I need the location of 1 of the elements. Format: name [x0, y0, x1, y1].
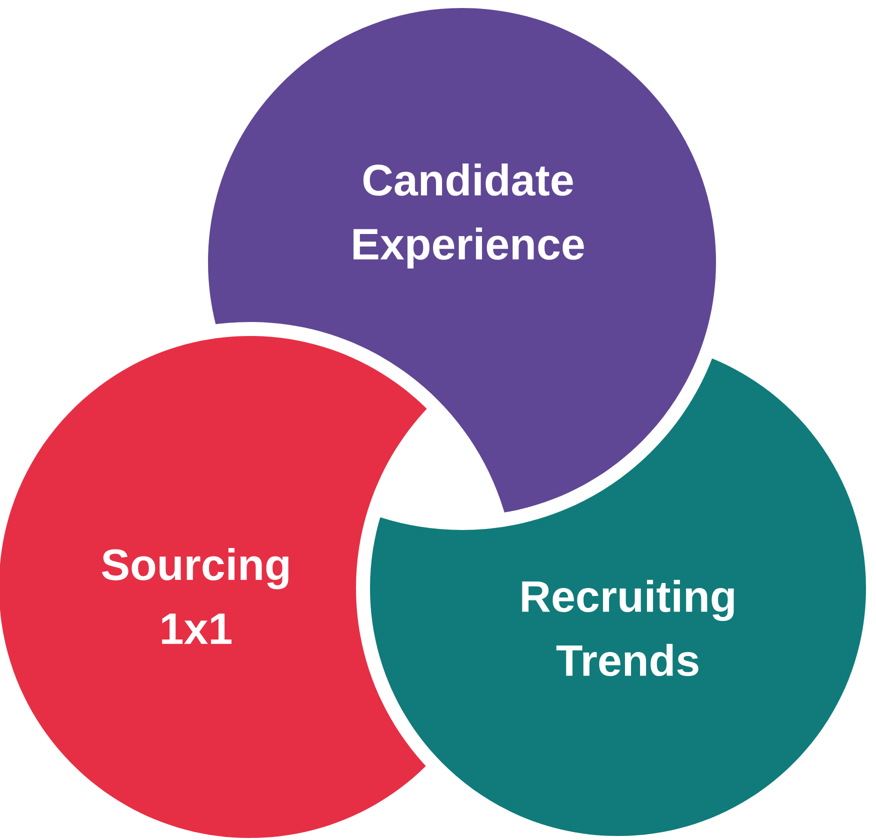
circle-segment: Recruiting Trends	[370, 340, 866, 836]
